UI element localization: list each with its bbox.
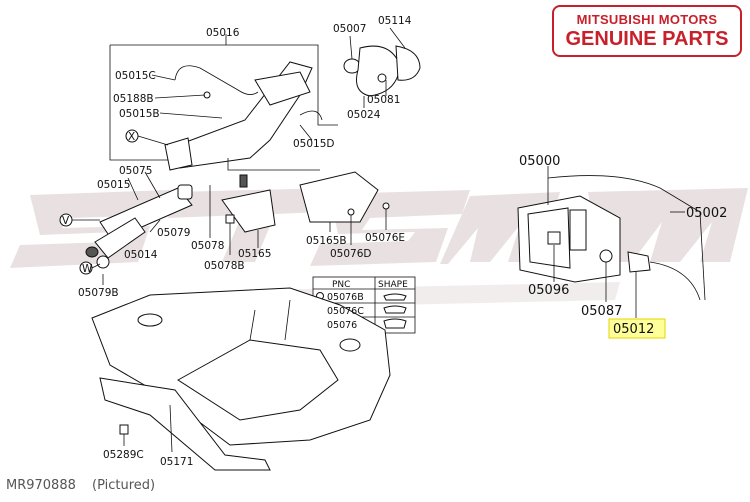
- callout-05289C: 05289C: [103, 449, 144, 461]
- callout-05000: 05000: [519, 154, 560, 169]
- pictured-note: (Pictured): [92, 478, 156, 493]
- pnc-row-05076: 05076: [327, 320, 357, 331]
- callout-05012: 05012: [613, 322, 654, 337]
- marker-w: W: [82, 263, 93, 275]
- callout-05165: 05165: [238, 248, 271, 260]
- genuine-parts-badge: MITSUBISHI MOTORS GENUINE PARTS: [552, 5, 742, 57]
- callout-05007: 05007: [333, 23, 366, 35]
- callout-05002: 05002: [686, 206, 727, 221]
- fuel-lid-assembly: [517, 166, 706, 318]
- pnc-table-text: PNC SHAPE 05076B 05076C 05076: [327, 280, 408, 331]
- footer: MR970888 (Pictured): [6, 478, 167, 493]
- mid-brackets: [209, 158, 390, 255]
- callout-05014: 05014: [124, 249, 158, 261]
- badge-genuine-parts: GENUINE PARTS: [565, 28, 729, 50]
- callout-05015B: 05015B: [119, 108, 160, 120]
- callout-05015D: 05015D: [293, 138, 335, 150]
- callout-05024: 05024: [347, 109, 381, 121]
- callout-05078: 05078: [191, 240, 224, 252]
- marker-v: V: [62, 215, 70, 227]
- part-code: MR970888: [6, 478, 76, 493]
- callout-05076E: 05076E: [365, 232, 405, 244]
- lower-pipes: [59, 171, 193, 285]
- pnc-header: PNC: [332, 280, 350, 290]
- callout-05015C: 05015C: [115, 70, 156, 82]
- callout-05079B: 05079B: [78, 287, 119, 299]
- floor-pan: [91, 287, 391, 471]
- callout-05015: 05015: [97, 179, 130, 191]
- callout-05087: 05087: [581, 304, 622, 319]
- fuel-cap-parts: [317, 27, 421, 126]
- callout-05114: 05114: [378, 15, 412, 27]
- callout-05188B: 05188B: [113, 93, 154, 105]
- pnc-row-05076B: 05076B: [327, 292, 364, 303]
- filler-neck-group: [109, 34, 323, 171]
- pnc-row-05076C: 05076C: [327, 306, 364, 317]
- callout-05078B: 05078B: [204, 260, 245, 272]
- callout-05076D: 05076D: [330, 248, 372, 260]
- marker-x: X: [128, 131, 135, 143]
- badge-brand: MITSUBISHI MOTORS: [576, 12, 718, 27]
- highlight-05012: [608, 318, 666, 339]
- callout-05081: 05081: [367, 94, 400, 106]
- callout-05096: 05096: [528, 283, 569, 298]
- callout-05079: 05079: [157, 227, 190, 239]
- callout-05165B: 05165B: [306, 235, 347, 247]
- reference-markers: X V W: [62, 131, 135, 275]
- callout-labels: 05016 05007 05114 05015C 05188B 05015B 0…: [78, 15, 727, 468]
- shape-header: SHAPE: [378, 280, 408, 290]
- callout-05075: 05075: [119, 165, 152, 177]
- callout-05016: 05016: [206, 27, 240, 39]
- callout-05171: 05171: [160, 456, 193, 468]
